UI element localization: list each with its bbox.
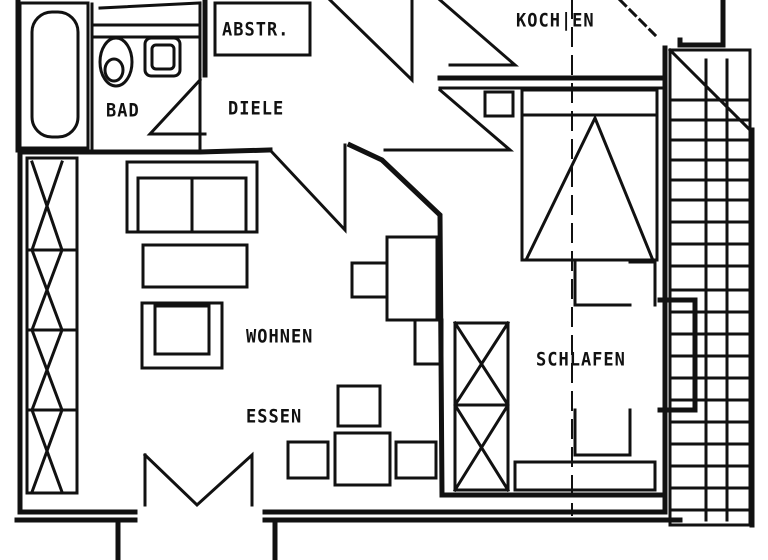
bathtub bbox=[18, 1, 90, 150]
storage-room bbox=[213, 1, 312, 57]
balcony-grid bbox=[667, 47, 753, 527]
room-label-kochen: KOCH|EN bbox=[516, 10, 595, 32]
bed bbox=[483, 88, 659, 492]
room-label-abstr: ABSTR. bbox=[222, 19, 290, 41]
room-label-wohnen: WOHNEN bbox=[246, 326, 314, 348]
walls bbox=[14, 0, 755, 560]
room-label-essen: ESSEN bbox=[246, 406, 303, 428]
door-swings bbox=[142, 0, 658, 508]
wardrobes bbox=[25, 156, 511, 495]
living-furniture bbox=[125, 160, 259, 370]
room-label-schlafen: SCHLAFEN bbox=[536, 349, 626, 371]
room-label-bad: BAD bbox=[106, 100, 140, 122]
bathroom-fixtures bbox=[90, 1, 207, 150]
dining-furniture bbox=[286, 235, 444, 487]
room-label-diele: DIELE bbox=[228, 98, 285, 120]
